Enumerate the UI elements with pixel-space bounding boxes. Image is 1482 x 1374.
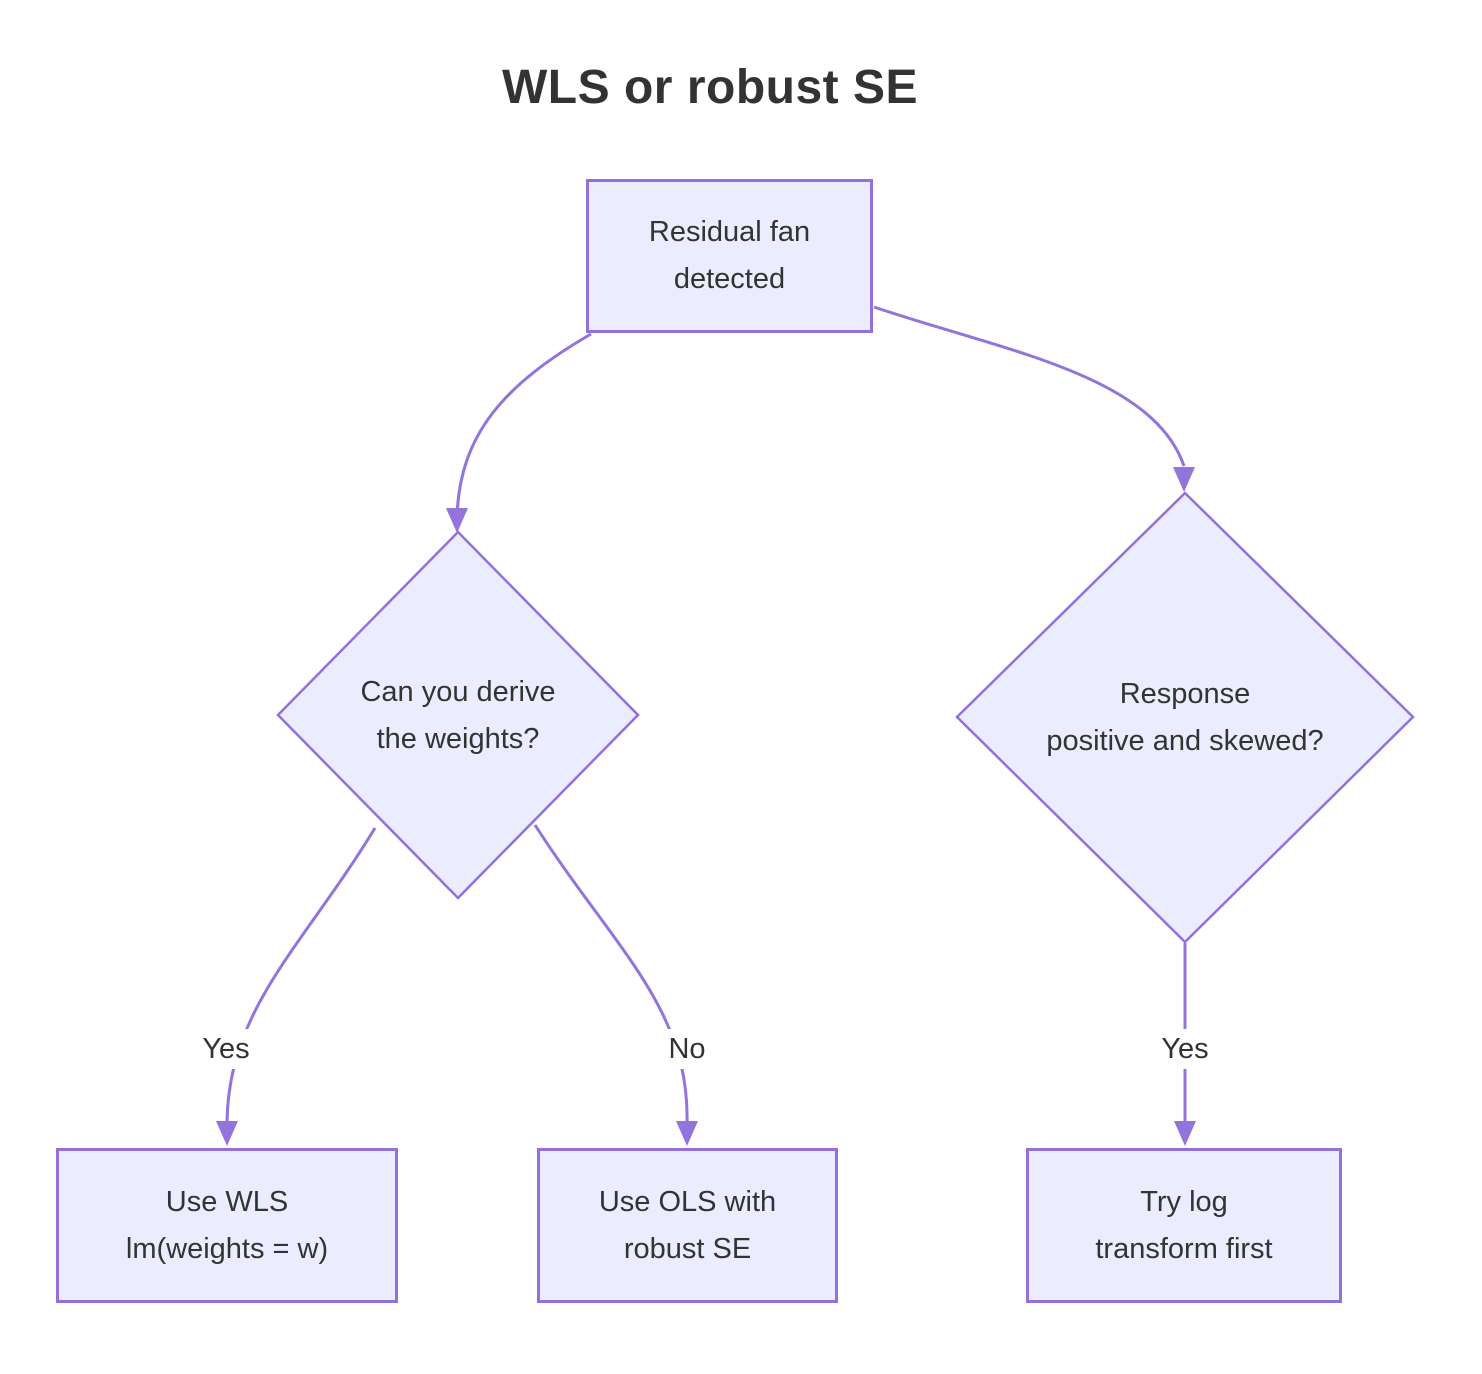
node-use-wls-line-1: Use WLS: [165, 1185, 289, 1218]
node-response-skewed-line-1: Response: [1119, 678, 1251, 710]
diagram-title: WLS or robust SE: [502, 61, 918, 114]
edge-residual-to-derive: [455, 332, 592, 519]
arrowhead-derive: [446, 508, 468, 533]
arrowhead-use-wls: [216, 1121, 238, 1146]
edge-residual-to-skewed: [873, 305, 1186, 467]
node-residual-fan-line-1: Residual fan: [648, 216, 811, 248]
node-use-ols-line-1: Use OLS with: [598, 1185, 777, 1218]
node-response-skewed-line-2: positive and skewed?: [1046, 725, 1324, 757]
node-try-log-line-2: transform first: [1095, 1232, 1273, 1265]
node-try-log-line-1: Try log: [1140, 1185, 1228, 1218]
node-derive-weights-line-1: Can you derive: [360, 676, 556, 708]
edge-label-derive-yes: Yes: [194, 1029, 258, 1069]
arrowhead-try-log: [1174, 1121, 1196, 1146]
node-try-log: Try log transform first: [1026, 1148, 1342, 1303]
node-use-ols-robust: Use OLS with robust SE: [537, 1148, 838, 1303]
edge-derive-yes: [225, 827, 377, 1125]
node-use-wls-line-2: lm(weights = w): [125, 1232, 329, 1265]
arrowhead-skewed: [1173, 467, 1195, 492]
node-derive-weights-line-2: the weights?: [376, 723, 540, 755]
node-response-skewed-label: Response positive and skewed?: [1046, 671, 1323, 765]
node-residual-fan: Residual fan detected: [586, 179, 873, 333]
node-derive-weights-label: Can you derive the weights?: [360, 669, 555, 763]
node-use-ols-line-2: robust SE: [623, 1232, 752, 1265]
edge-label-derive-no: No: [660, 1029, 714, 1069]
node-residual-fan-line-2: detected: [673, 263, 786, 295]
edge-derive-no: [533, 824, 689, 1125]
edge-label-skewed-yes: Yes: [1153, 1029, 1217, 1069]
node-response-skewed-diamond: [955, 491, 1415, 944]
node-use-wls: Use WLS lm(weights = w): [56, 1148, 398, 1303]
node-derive-weights-diamond: [276, 530, 640, 900]
arrowhead-use-ols: [676, 1121, 698, 1146]
